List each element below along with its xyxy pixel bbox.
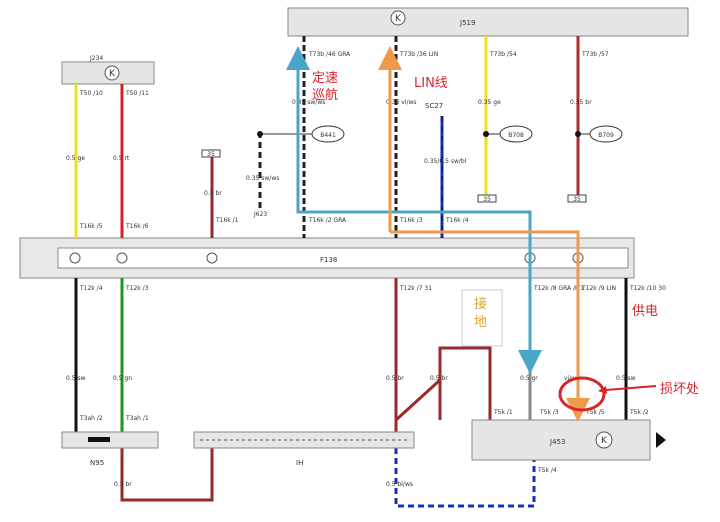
j453-module xyxy=(471,419,651,461)
damage-circle xyxy=(558,376,606,412)
j234-symbol-icon xyxy=(104,65,120,81)
conn-j234-b: T50 /11 xyxy=(125,90,149,97)
fuse-35b: 35 xyxy=(483,196,491,203)
conn-j519-c: T73b /54 xyxy=(489,51,517,58)
j519-label: J519 xyxy=(459,19,475,27)
f138-inner xyxy=(57,247,629,269)
n95-label: N95 xyxy=(90,459,104,467)
wire-w18: 0.5 bl/ws xyxy=(386,481,413,488)
j519-module xyxy=(287,7,689,37)
wire-w7: 0.35/0.5 sw/bl xyxy=(424,158,467,165)
cruise-path-arrow xyxy=(286,46,532,360)
wire-w6: 0.35 vi/ws xyxy=(386,99,417,106)
wire-w9: 0.35 br xyxy=(570,99,592,106)
svg-text:T5k /5: T5k /5 xyxy=(585,409,605,416)
annotation-lin: LIN线 xyxy=(414,76,448,91)
svg-text:T16k /2 GRA: T16k /2 GRA xyxy=(308,217,347,224)
conn-j519-b: T73b /36 LIN xyxy=(399,51,438,58)
conn-j519-a: T73b /46 GRA xyxy=(308,51,351,58)
j519-symbol-icon xyxy=(390,10,406,26)
svg-text:T16k /1: T16k /1 xyxy=(215,217,239,224)
svg-text:T5k /3: T5k /3 xyxy=(539,409,559,416)
wire-w2: 0.5 rt xyxy=(113,155,130,162)
svg-text:T12k /4: T12k /4 xyxy=(79,285,103,292)
j234-label: J234 xyxy=(89,55,103,62)
svg-text:K: K xyxy=(601,436,608,446)
wire-w11: 0.5 gn xyxy=(113,375,132,382)
wire-w16: 0.5 sw xyxy=(616,375,636,382)
svg-text:T16k /4: T16k /4 xyxy=(445,217,469,224)
annotation-cruise: 定速巡航 xyxy=(312,71,339,103)
wire-w17: 0.5 br xyxy=(114,481,132,488)
svg-text:B709: B709 xyxy=(598,132,614,139)
j453-symbol-icon xyxy=(595,431,613,449)
svg-text:K: K xyxy=(109,69,116,79)
svg-text:T12k /7 31: T12k /7 31 xyxy=(399,285,432,292)
wire-w4: 0.35 sw/ws xyxy=(246,175,279,182)
conn-j519-d: T73b /57 xyxy=(581,51,609,58)
sc27-label: SC27 xyxy=(425,102,443,110)
wire-w8: 0.35 ge xyxy=(478,99,501,106)
f138-label: F138 xyxy=(320,256,337,264)
svg-text:T3ah /1: T3ah /1 xyxy=(125,415,149,422)
svg-text:T16k /5: T16k /5 xyxy=(79,223,103,230)
conn-j234-a: T50 /10 xyxy=(79,90,103,97)
svg-text:T12k /3: T12k /3 xyxy=(125,285,149,292)
svg-text:T12k /9 LIN: T12k /9 LIN xyxy=(581,285,616,292)
wire-w5: 0.35 sw/ws xyxy=(292,99,325,106)
wire-w14: 0.5 gr xyxy=(520,375,538,382)
ground-note-box xyxy=(461,289,503,347)
wire-w13: 0.5 br xyxy=(430,375,448,382)
wire-w1: 0.5 ge xyxy=(66,155,85,162)
svg-text:T5k /1: T5k /1 xyxy=(493,409,513,416)
j453-label: J453 xyxy=(549,438,565,446)
svg-text:T5k /2: T5k /2 xyxy=(629,409,649,416)
svg-text:T12k /10 30: T12k /10 30 xyxy=(629,285,666,292)
j623-label: J623 xyxy=(253,211,267,218)
svg-text:T16k /3: T16k /3 xyxy=(399,217,423,224)
wire-w10: 0.5 sw xyxy=(66,375,86,382)
fuse-35c: 35 xyxy=(573,196,581,203)
annotation-damage: 损坏处 xyxy=(660,382,700,397)
wire-w3: 0.5 br xyxy=(204,190,222,197)
svg-text:T16k /6: T16k /6 xyxy=(125,223,149,230)
wire-w12: 0.5 br xyxy=(386,375,404,382)
fuse-35a: 35 xyxy=(207,151,215,158)
wires-top xyxy=(74,36,580,238)
svg-text:T3ah /2: T3ah /2 xyxy=(79,415,103,422)
continue-arrow-icon xyxy=(656,432,666,448)
svg-text:T5k /4: T5k /4 xyxy=(537,467,557,474)
svg-text:T12k /8 GRA /IT1: T12k /8 GRA /IT1 xyxy=(533,285,584,292)
svg-text:B441: B441 xyxy=(320,132,336,139)
annotation-ground: 接地 xyxy=(474,297,488,330)
svg-text:K: K xyxy=(395,14,402,24)
lin-path-arrow xyxy=(390,230,590,422)
svg-text:B708: B708 xyxy=(508,132,524,139)
annotation-power: 供电 xyxy=(632,304,659,319)
ih-label: IH xyxy=(296,459,303,467)
